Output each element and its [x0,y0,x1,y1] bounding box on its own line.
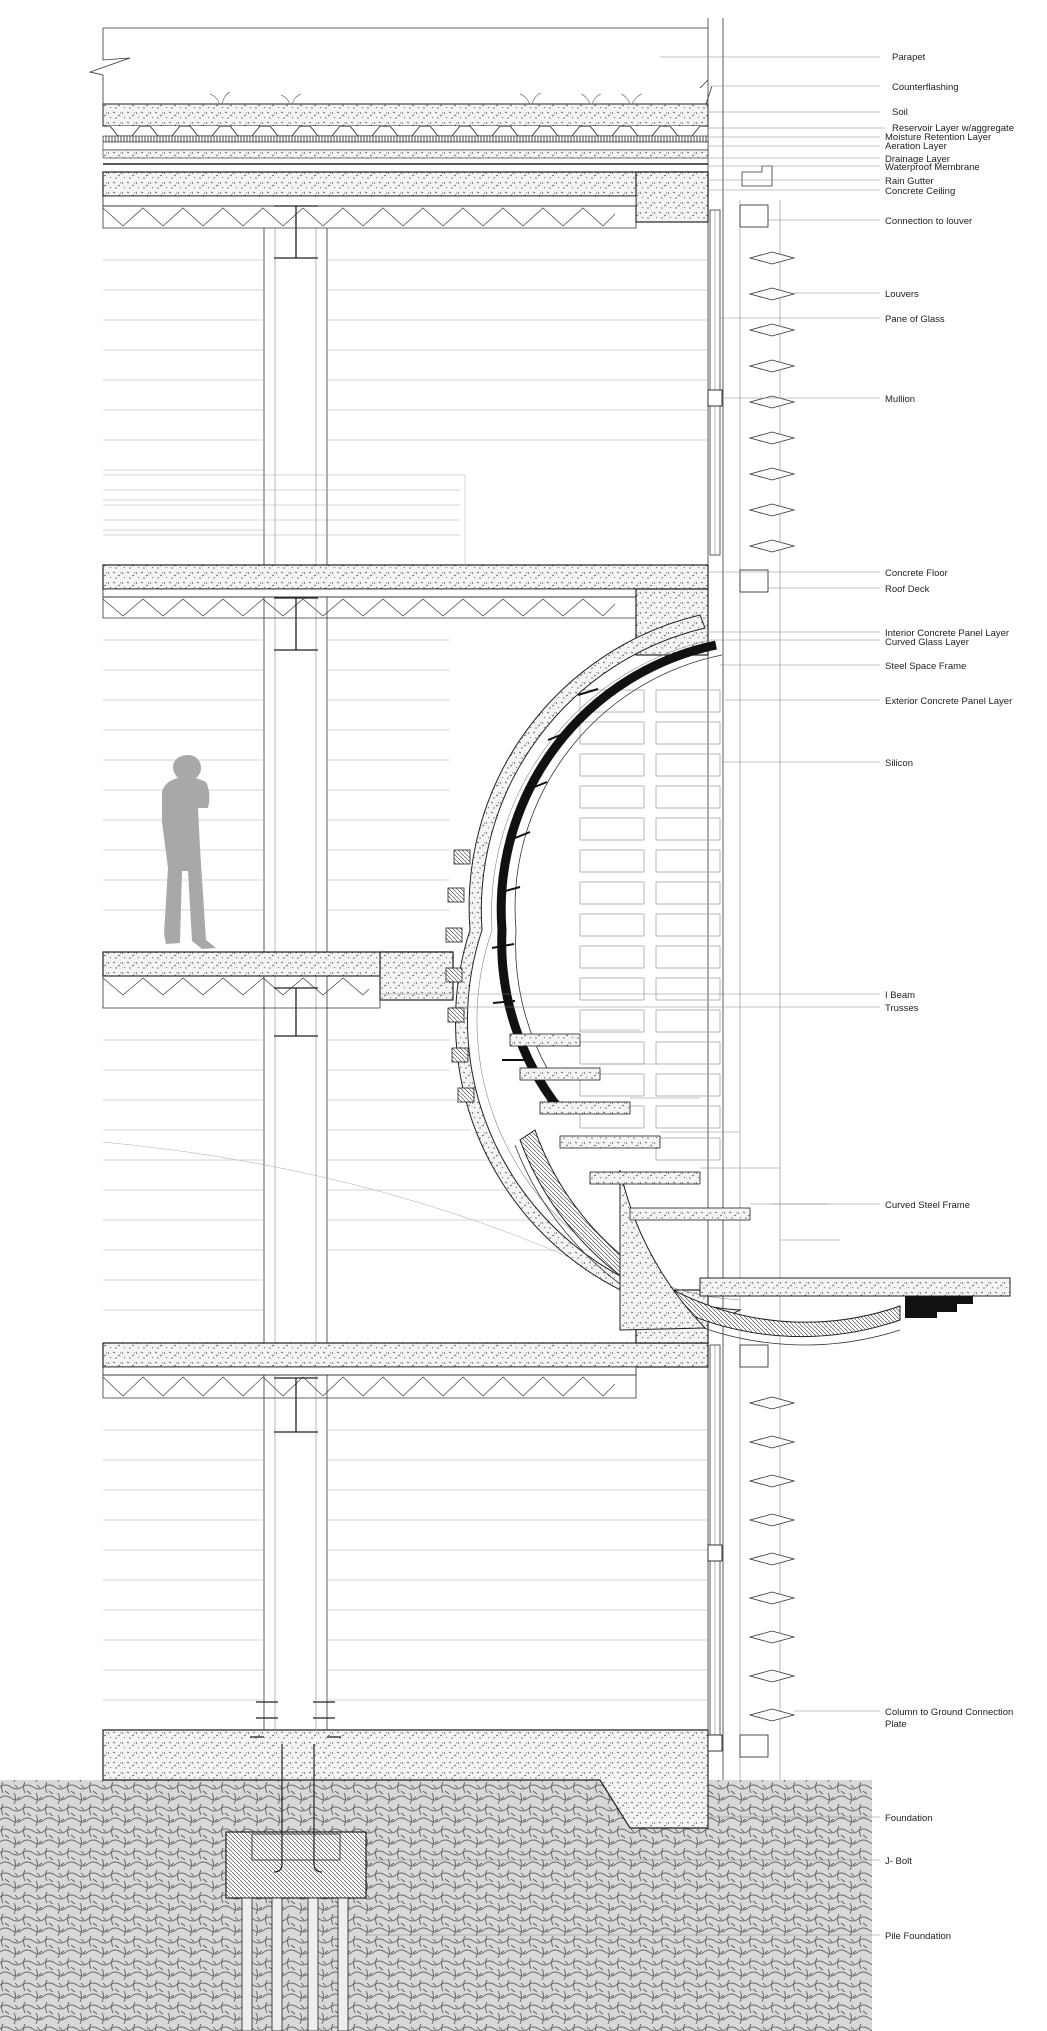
leader-lines [366,56,885,1936]
label-waterproof: Waterproof Membrane [885,162,980,173]
label-concrete-floor: Concrete Floor [885,568,948,579]
label-aeration: Aeration Layer [885,141,947,152]
label-i-beam: I Beam [885,990,915,1001]
steel-column [263,228,328,1730]
label-column-ground-2: Plate [885,1719,907,1730]
label-foundation: Foundation [885,1813,933,1824]
label-drainage: Drainage Layer [885,154,950,165]
pile-cap [225,1831,367,1899]
counterflashing-flange [699,79,713,105]
label-counterflashing: Counterflashing [892,82,959,93]
cantilever-slab [699,1277,1011,1297]
j-bolts [273,1744,323,1873]
roof-slab [102,165,773,229]
label-soil: Soil [892,107,908,118]
label-pile-foundation: Pile Foundation [885,1931,951,1942]
parapet-outline [88,27,708,104]
floor-slab-3 [102,951,454,1009]
label-parapet: Parapet [892,52,926,63]
ground-soil [0,1780,872,2031]
label-interior-panel: Interior Concrete Panel Layer [885,628,1009,639]
pile-cap-inner [251,1833,341,1861]
label-mullion: Mullion [885,394,915,405]
label-moisture: Moisture Retention Layer [885,132,991,143]
floor-slab-4 [102,1289,709,1399]
curved-facade [445,614,1011,1346]
truss-outlines [580,1029,840,1241]
label-reservoir: Reservoir Layer w/aggregate [892,123,1014,134]
label-pane-glass: Pane of Glass [885,314,945,325]
trusses-radial [509,1033,751,1221]
silicon-joints [491,688,599,1061]
floor-slab-2 [102,564,709,656]
label-concrete-ceiling: Concrete Ceiling [885,186,955,197]
panel-blocks [445,849,475,1103]
label-curved-glass: Curved Glass Layer [885,637,969,648]
lower-concrete-wedge [619,1169,707,1331]
louver-blades [748,251,796,1722]
label-exterior-panel: Exterior Concrete Panel Layer [885,696,1012,707]
background-windows [579,689,721,1161]
label-column-ground-1: Column to Ground Connection [885,1707,1013,1718]
label-connection-louver: Connection to louver [885,216,972,227]
green-roof [102,91,709,165]
label-louvers: Louvers [885,289,919,300]
cantilever-black-steps [905,1296,973,1318]
label-trusses: Trusses [885,1003,919,1014]
label-roof-deck: Roof Deck [885,584,930,595]
louver-connections [739,204,769,1758]
label-rain-gutter: Rain Gutter [885,176,934,187]
glazing-mullions [707,209,723,1752]
steel-space-frame-curve [496,640,717,1113]
column-ground-plates [250,1701,341,1738]
label-j-bolt: J- Bolt [885,1856,912,1867]
label-silicon: Silicon [885,758,913,769]
label-curved-steel: Curved Steel Frame [885,1200,970,1211]
piles [241,1897,349,2031]
curved-steel-frame [519,1129,901,1338]
exterior-concrete-panel-curve [455,614,742,1321]
annotation-labels: Parapet Counterflashing Soil Reservoir L… [885,52,1014,1942]
human-scale-figure [162,755,216,949]
i-beams [274,205,318,1433]
label-space-frame: Steel Space Frame [885,661,966,672]
